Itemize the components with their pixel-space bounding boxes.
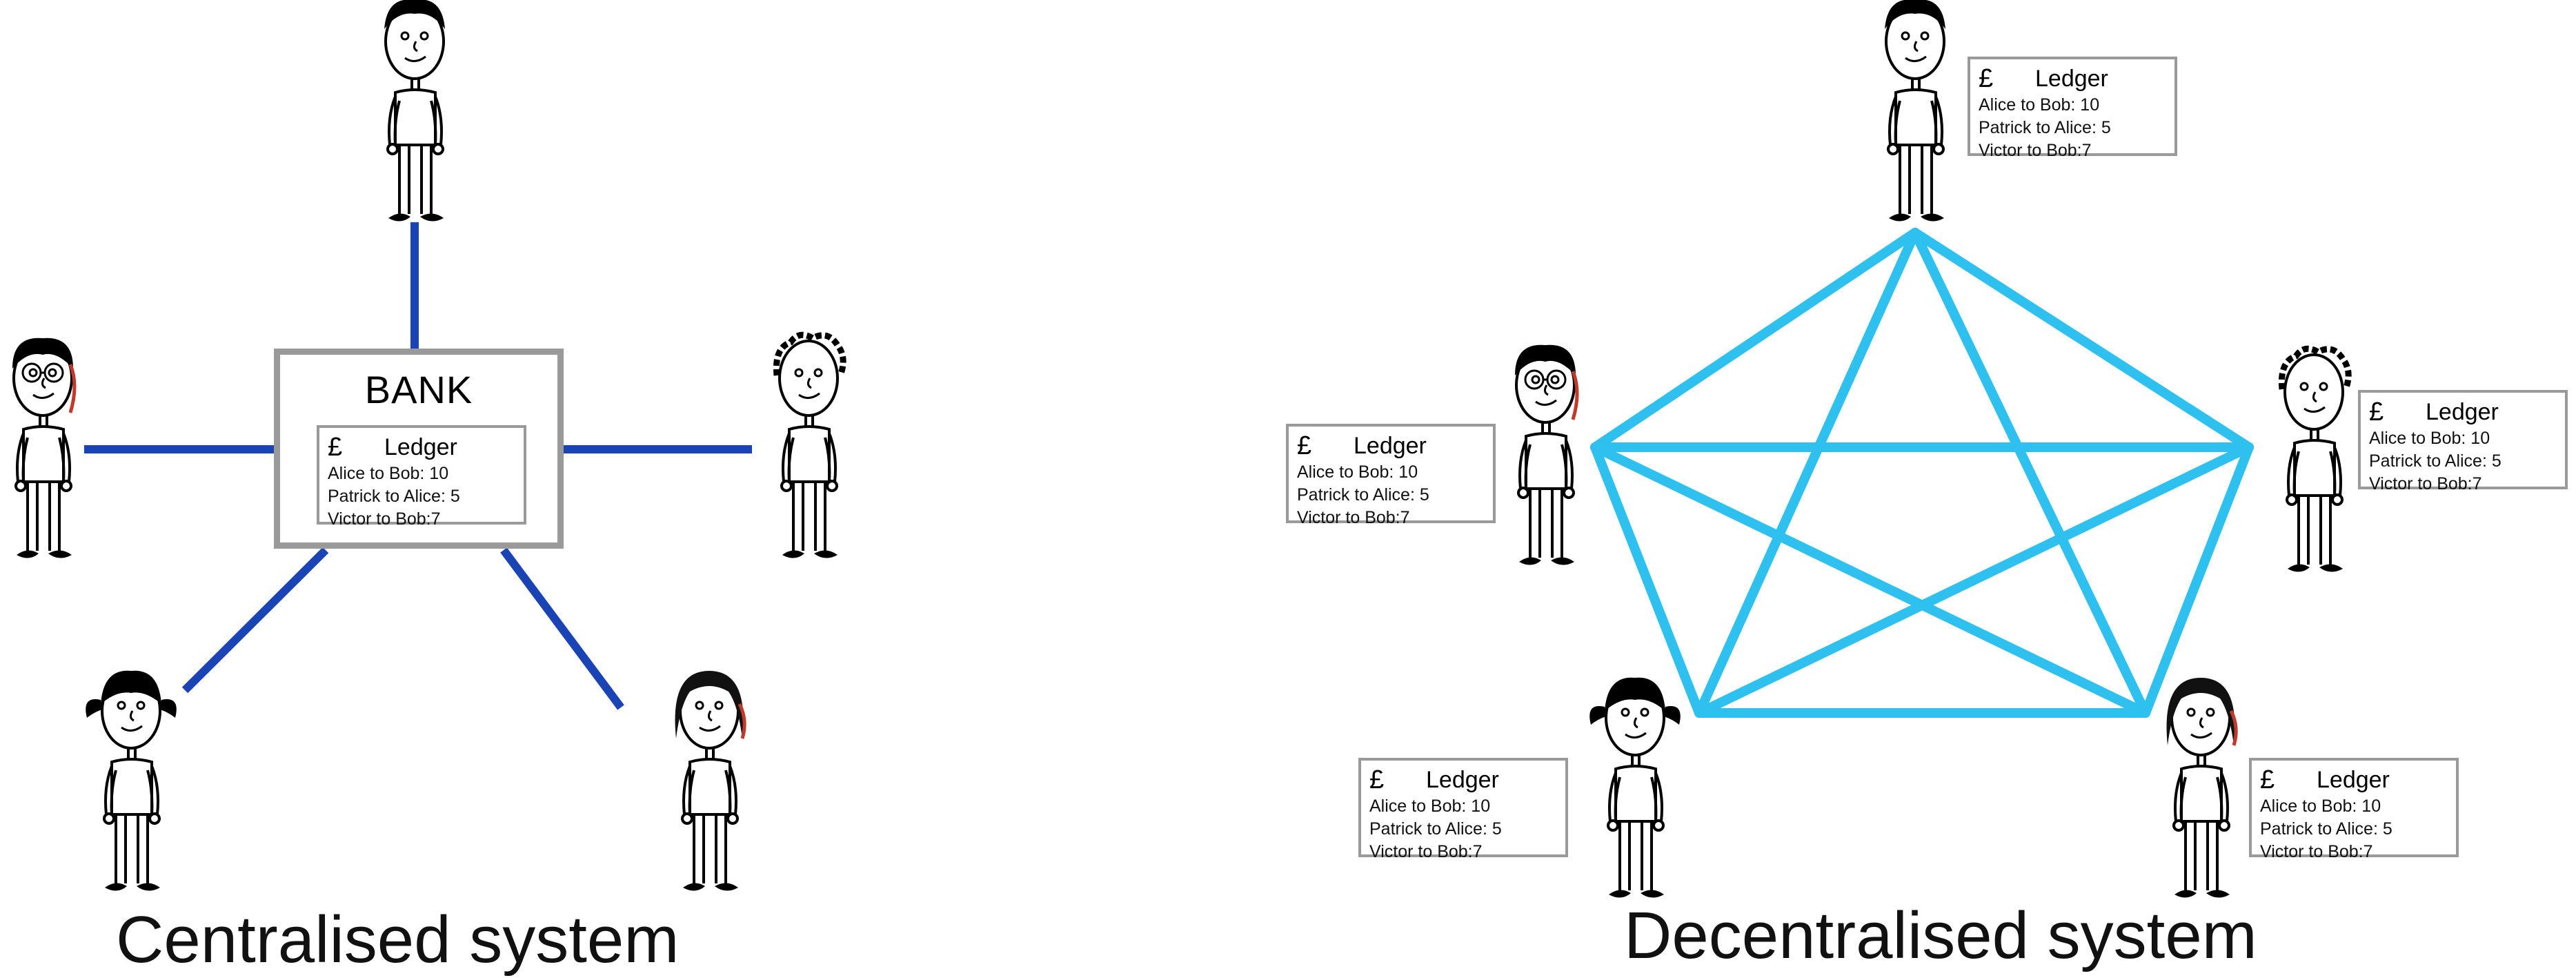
ledger-entry: Alice to Bob: 10 — [1369, 796, 1491, 816]
ledger-entry: Alice to Bob: 10 — [2369, 429, 2490, 448]
ledger-header: £ Ledger — [2369, 397, 2557, 427]
ledger-title: Ledger — [384, 434, 457, 460]
pound-icon: £ — [2369, 398, 2384, 427]
peer-ledger-left: £ Ledger Alice to Bob: 10 Patrick to Ali… — [1286, 424, 1496, 527]
ledger-title: Ledger — [1426, 767, 1499, 793]
peer-link — [1694, 442, 2254, 718]
ledger-header: £ Ledger — [1297, 431, 1485, 461]
person-left — [12, 338, 75, 560]
bank-ledger: £ Ledger Alice to Bob: 10 Patrick to Ali… — [317, 425, 526, 529]
peer-link — [1694, 228, 1920, 718]
peer-network — [1590, 228, 2254, 718]
peer-link — [1910, 228, 2254, 452]
ledger-title: Ledger — [2426, 399, 2499, 425]
peer-link — [1590, 442, 1704, 718]
ledger-title: Ledger — [2317, 767, 2390, 793]
pound-icon: £ — [2260, 765, 2275, 794]
ledger-entry: Patrick to Alice: 5 — [328, 487, 460, 506]
peer-link — [2141, 442, 2254, 718]
pound-icon: £ — [1297, 431, 1312, 460]
person-bottom-left — [86, 670, 177, 892]
ledger-entry: Victor to Bob:7 — [1979, 141, 2092, 160]
ledger-entry: Patrick to Alice: 5 — [1369, 819, 1502, 839]
bank-box: BANK £ Ledger Alice to Bob: 10 Patrick t… — [274, 349, 564, 549]
ledger-title: Ledger — [2035, 66, 2108, 92]
peer-bottom-left — [1589, 677, 1681, 899]
ledger-entry: Alice to Bob: 10 — [328, 464, 449, 483]
ledger-entry: Alice to Bob: 10 — [1297, 462, 1418, 482]
ledger-entry: Victor to Bob:7 — [1369, 842, 1483, 861]
link-bank-bottom-left — [181, 547, 329, 694]
ledger-title: Ledger — [1354, 433, 1427, 459]
ledger-entry: Alice to Bob: 10 — [2260, 796, 2381, 816]
ledger-entry: Victor to Bob:7 — [328, 509, 441, 529]
peer-right — [2281, 349, 2348, 574]
peer-ledger-top: £ Ledger Alice to Bob: 10 Patrick to Ali… — [1968, 57, 2177, 160]
bank-label: BANK — [364, 368, 473, 411]
caption-centralised: Centralised system — [116, 903, 680, 977]
ledger-header: £ Ledger — [1979, 63, 2166, 94]
pound-icon: £ — [1979, 64, 1994, 93]
ledger-entry: Alice to Bob: 10 — [1979, 95, 2100, 115]
peer-left — [1515, 345, 1577, 567]
ledger-header: £ Ledger — [328, 432, 515, 462]
ledger-header: £ Ledger — [1369, 765, 1557, 795]
link-bank-bottom-right — [500, 547, 624, 710]
person-top — [384, 0, 445, 223]
peer-bottom-right — [2167, 678, 2237, 899]
ledger-entry: Victor to Bob:7 — [2369, 474, 2482, 493]
peer-link — [1590, 442, 2150, 718]
pound-icon: £ — [328, 433, 343, 462]
ledger-entry: Patrick to Alice: 5 — [1979, 118, 2111, 137]
peer-link — [1910, 228, 2150, 718]
person-right — [776, 335, 843, 560]
caption-decentralised: Decentralised system — [1624, 899, 2257, 972]
ledger-entry: Patrick to Alice: 5 — [2260, 819, 2392, 839]
ledger-entry: Victor to Bob:7 — [2260, 842, 2373, 861]
peer-link — [1590, 228, 1920, 452]
centralised-links — [84, 222, 752, 710]
ledger-entry: Patrick to Alice: 5 — [2369, 451, 2501, 471]
peer-ledger-right: £ Ledger Alice to Bob: 10 Patrick to Ali… — [2358, 390, 2568, 493]
ledger-header: £ Ledger — [2260, 765, 2448, 795]
pound-icon: £ — [1369, 765, 1385, 794]
ledger-entry: Victor to Bob:7 — [1297, 508, 1410, 527]
peer-ledger-bottom-right: £ Ledger Alice to Bob: 10 Patrick to Ali… — [2249, 758, 2459, 861]
peer-top — [1885, 0, 1945, 223]
ledger-entry: Patrick to Alice: 5 — [1297, 485, 1429, 505]
person-bottom-right — [675, 671, 745, 892]
peer-ledger-bottom-left: £ Ledger Alice to Bob: 10 Patrick to Ali… — [1358, 758, 1568, 861]
